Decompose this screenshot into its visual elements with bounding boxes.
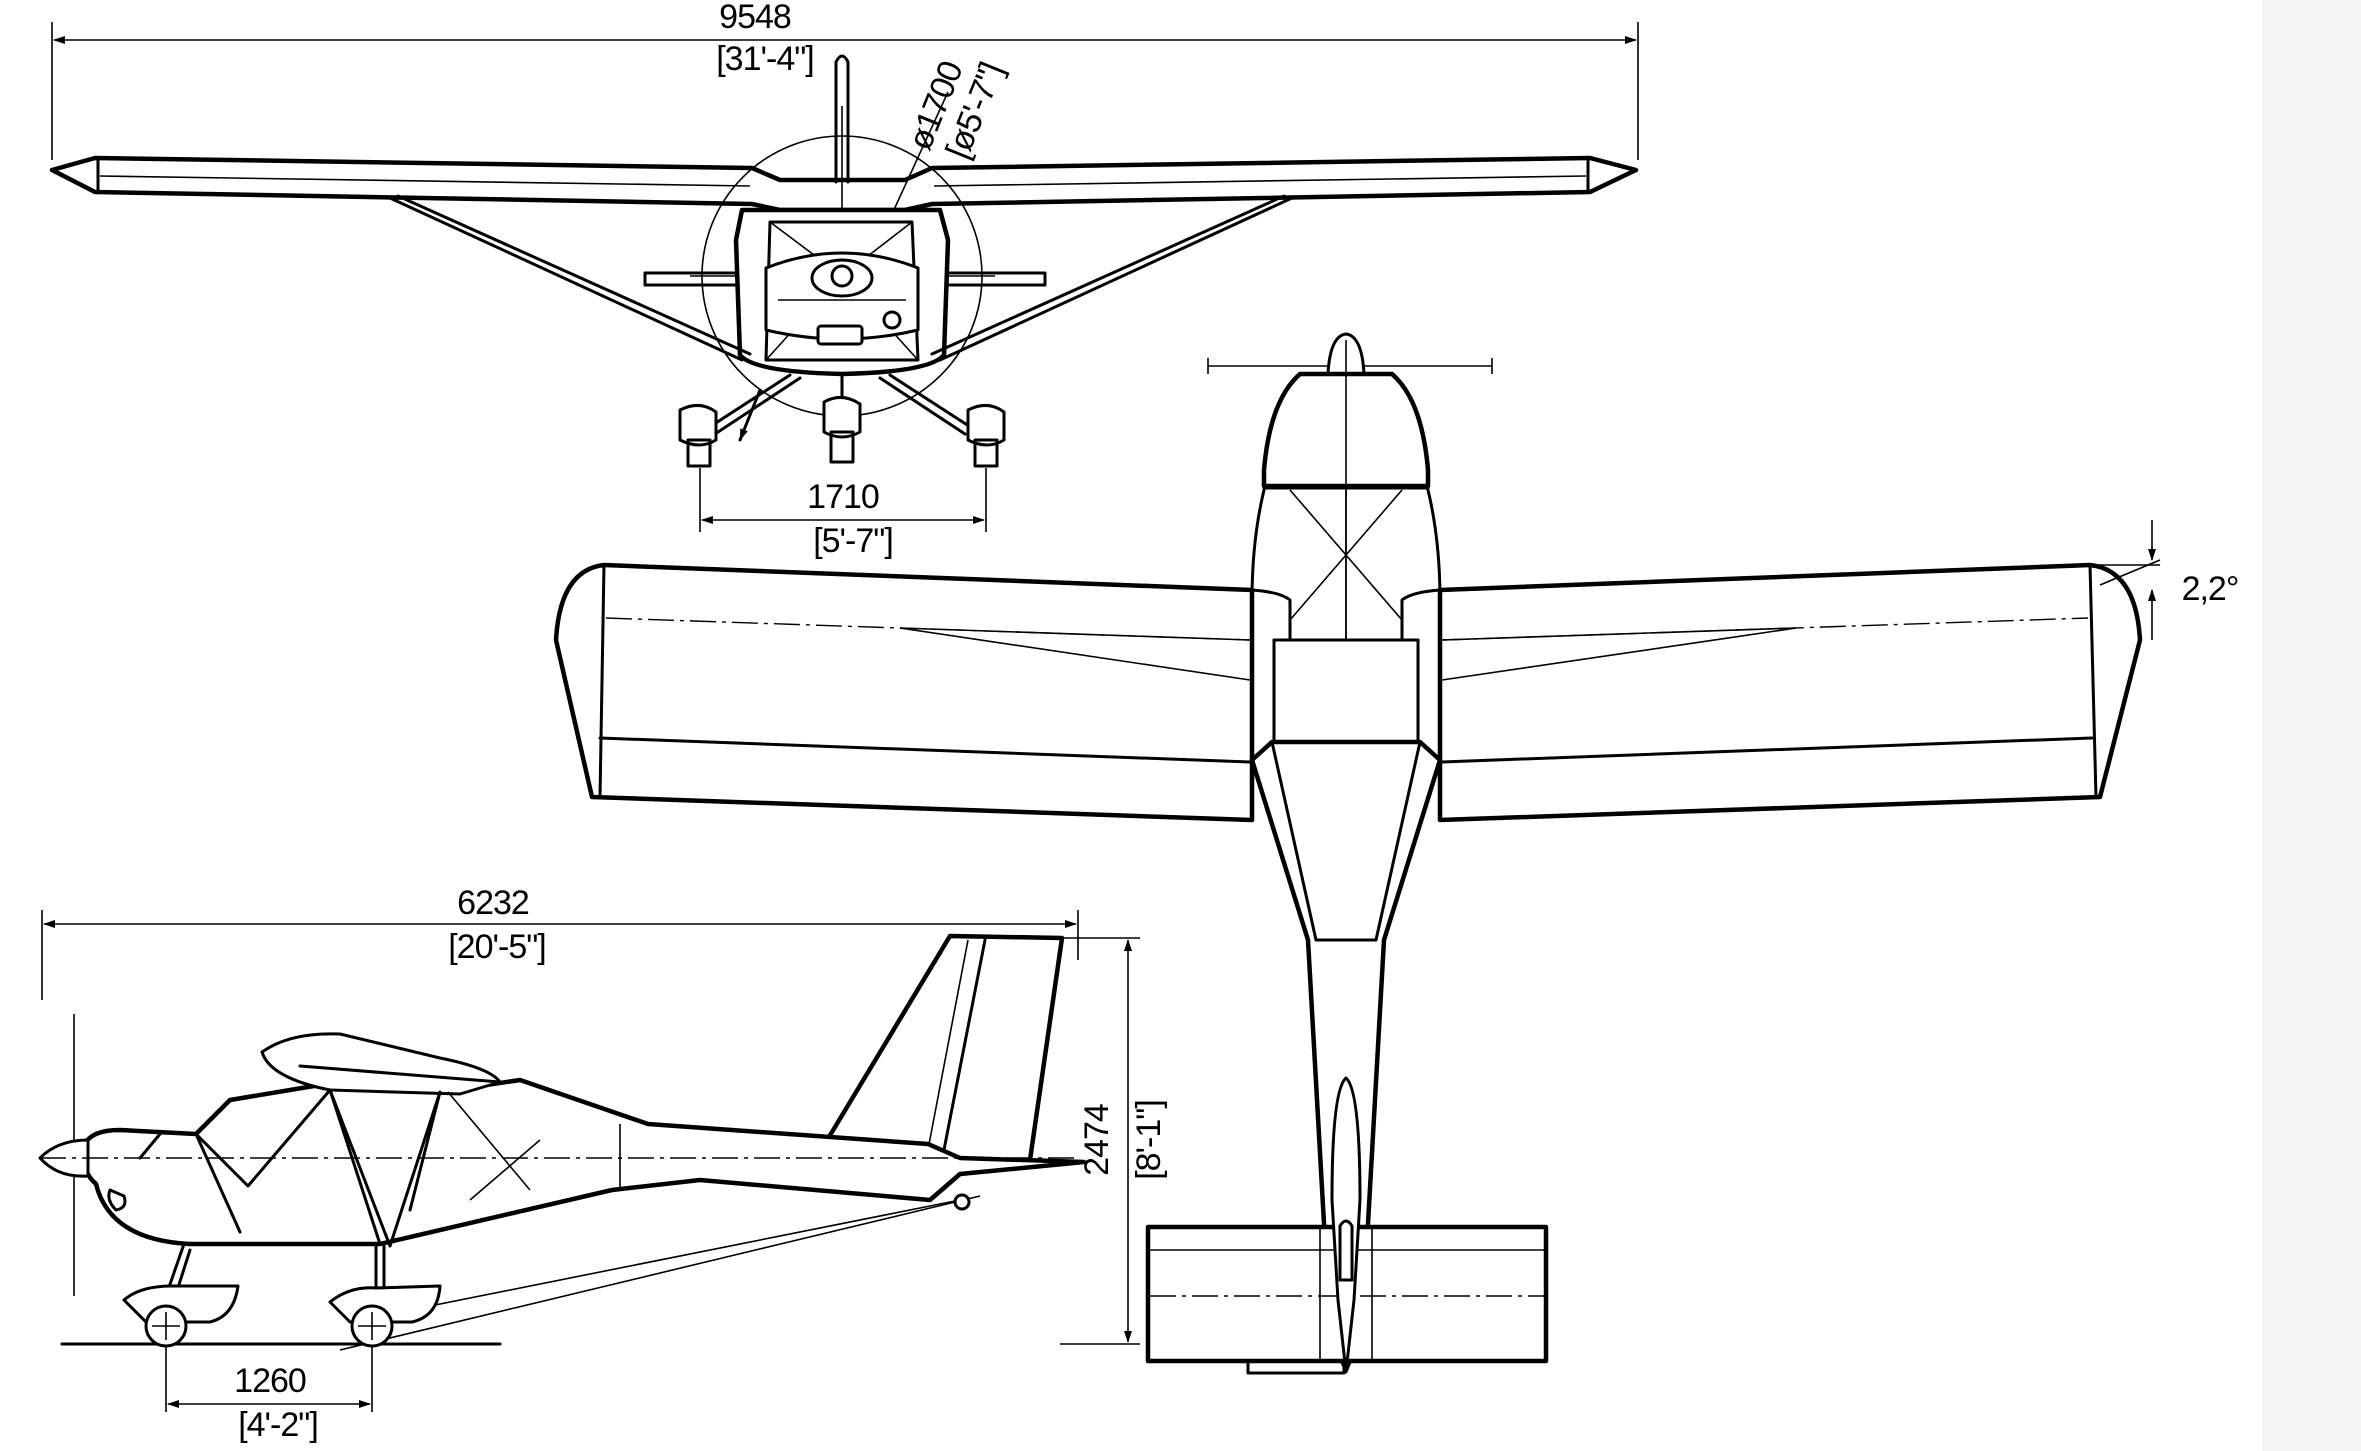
front-view: 9548 [31'-4"] ø1700 [ø5'-7"]: [49, 0, 1639, 560]
track-mm-label: 1710: [807, 478, 879, 516]
height-mm-label: 2474: [1078, 1104, 1116, 1176]
span-dimension: [51, 22, 1639, 160]
side-view: 6232 [20'-5"] 2474 [8'-1"]: [38, 884, 1168, 1444]
track-imperial-label: [5'-7"]: [813, 522, 893, 560]
top-cabin: [1272, 638, 1420, 744]
top-left-wing: [553, 562, 1292, 823]
length-mm-label: 6232: [457, 884, 529, 922]
top-fin: [1330, 1076, 1362, 1374]
front-left-wheel: [678, 404, 718, 468]
right-margin-band: [2262, 0, 2361, 1451]
top-view: 2,2°: [553, 332, 2239, 1375]
length-imperial-label: [20'-5"]: [448, 928, 546, 966]
wheelbase-mm-label: 1260: [234, 1362, 306, 1400]
front-nose-wheel: [822, 396, 862, 464]
top-tail-boom: [1249, 739, 1443, 1373]
span-imperial-label: [31'-4"]: [716, 40, 814, 78]
side-fin: [823, 933, 1065, 1163]
height-imperial-label: [8'-1"]: [1130, 1100, 1168, 1180]
front-right-wheel: [966, 404, 1006, 468]
side-nose-gear: [122, 1242, 240, 1348]
span-mm-label: 9548: [719, 0, 791, 36]
front-wing: [49, 155, 1639, 213]
side-fuselage: [81, 1077, 1087, 1247]
side-main-gear: [328, 1242, 442, 1348]
dihedral-label: 2,2°: [2182, 570, 2239, 608]
wheelbase-imperial-label: [4'-2"]: [238, 1406, 318, 1444]
top-right-wing: [1400, 562, 2143, 823]
side-canopy: [260, 1032, 502, 1096]
